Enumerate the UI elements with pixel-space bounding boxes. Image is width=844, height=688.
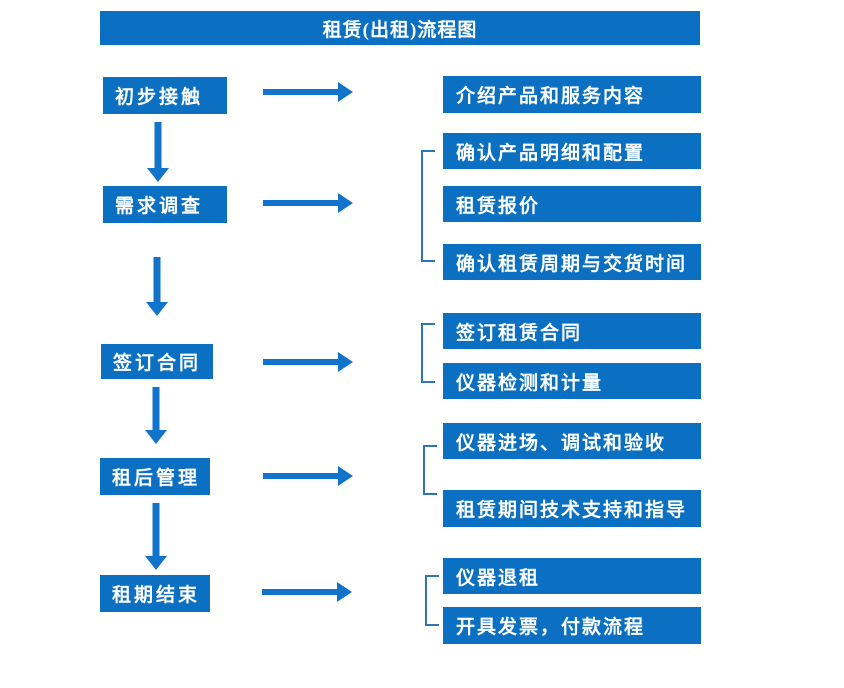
detail-box-rental-quote: 租赁报价 — [443, 186, 701, 222]
right-arrow-1 — [263, 81, 353, 103]
right-arrow-4 — [263, 465, 353, 487]
detail-box-tech-support: 租赁期间技术支持和指导 — [443, 490, 701, 527]
step-box-sign-contract: 签订合同 — [101, 344, 213, 379]
arrow-shaft — [153, 257, 161, 302]
bracket-rental-end-group — [425, 575, 439, 626]
detail-box-instrument-testing: 仪器检测和计量 — [443, 363, 701, 399]
detail-box-instrument-return: 仪器退租 — [443, 558, 701, 594]
step-box-demand-survey: 需求调查 — [103, 186, 227, 223]
step-box-initial-contact: 初步接触 — [103, 77, 227, 114]
arrow-shaft — [154, 122, 162, 168]
arrow-head — [338, 352, 353, 372]
arrow-head — [147, 168, 169, 182]
arrow-head — [337, 582, 352, 602]
right-arrow-3 — [263, 351, 353, 373]
arrow-head — [146, 302, 168, 316]
detail-box-confirm-rental-period: 确认租赁周期与交货时间 — [443, 244, 701, 280]
bracket-post-rental-group — [423, 445, 437, 495]
arrow-head — [145, 430, 167, 444]
arrow-shaft — [263, 473, 340, 479]
detail-box-instrument-entry: 仪器进场、调试和验收 — [443, 423, 701, 459]
bracket-demand-survey-group — [421, 150, 435, 262]
arrow-head — [338, 466, 353, 486]
right-arrow-5 — [262, 581, 352, 603]
arrow-head — [145, 556, 167, 570]
arrow-head — [338, 82, 353, 102]
step-box-post-rental-management: 租后管理 — [100, 458, 210, 495]
arrow-shaft — [262, 589, 339, 595]
arrow-shaft — [152, 387, 160, 430]
arrow-shaft — [263, 359, 340, 365]
arrow-shaft — [152, 503, 160, 556]
detail-box-invoice-payment: 开具发票，付款流程 — [443, 607, 701, 644]
bracket-sign-contract-group — [421, 323, 435, 383]
arrow-head — [338, 193, 353, 213]
detail-box-confirm-product-details: 确认产品明细和配置 — [443, 133, 701, 169]
down-arrow-4 — [144, 503, 168, 570]
down-arrow-2 — [145, 257, 169, 316]
page-title: 租赁(出租)流程图 — [322, 19, 478, 41]
detail-box-introduce-products: 介绍产品和服务内容 — [443, 76, 701, 113]
detail-box-sign-rental-contract: 签订租赁合同 — [443, 313, 701, 349]
step-box-rental-end: 租期结束 — [100, 575, 210, 612]
title-bar: 租赁(出租)流程图 — [100, 11, 700, 45]
right-arrow-2 — [263, 192, 353, 214]
arrow-shaft — [263, 200, 340, 206]
down-arrow-1 — [146, 122, 170, 182]
arrow-shaft — [263, 89, 340, 95]
down-arrow-3 — [144, 387, 168, 444]
